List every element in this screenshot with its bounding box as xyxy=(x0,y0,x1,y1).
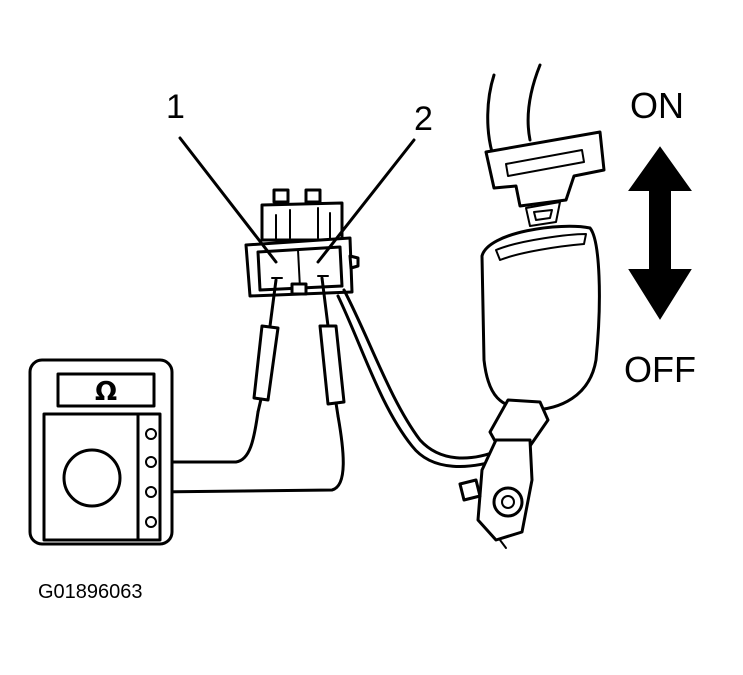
on-label: ON xyxy=(630,85,684,126)
seatbelt-buckle-icon xyxy=(458,63,606,549)
leader-line-2 xyxy=(316,138,416,264)
ohmmeter-icon xyxy=(28,358,174,546)
probe-right xyxy=(318,276,346,418)
lead-wire-right xyxy=(150,414,345,494)
lead-wire-left xyxy=(150,410,260,464)
figure-code: G01896063 xyxy=(38,581,143,603)
leader-line-1 xyxy=(178,136,278,264)
harness-wire-outer xyxy=(342,288,502,460)
harness-wire-inner xyxy=(336,294,506,468)
terminal-1-label: 1 xyxy=(166,88,185,126)
terminal-2-label: 2 xyxy=(414,100,433,138)
off-label: OFF xyxy=(624,349,696,390)
double-arrow-icon xyxy=(628,146,692,320)
probe-left xyxy=(252,278,280,414)
meter-ohm-symbol: Ω xyxy=(95,377,117,407)
